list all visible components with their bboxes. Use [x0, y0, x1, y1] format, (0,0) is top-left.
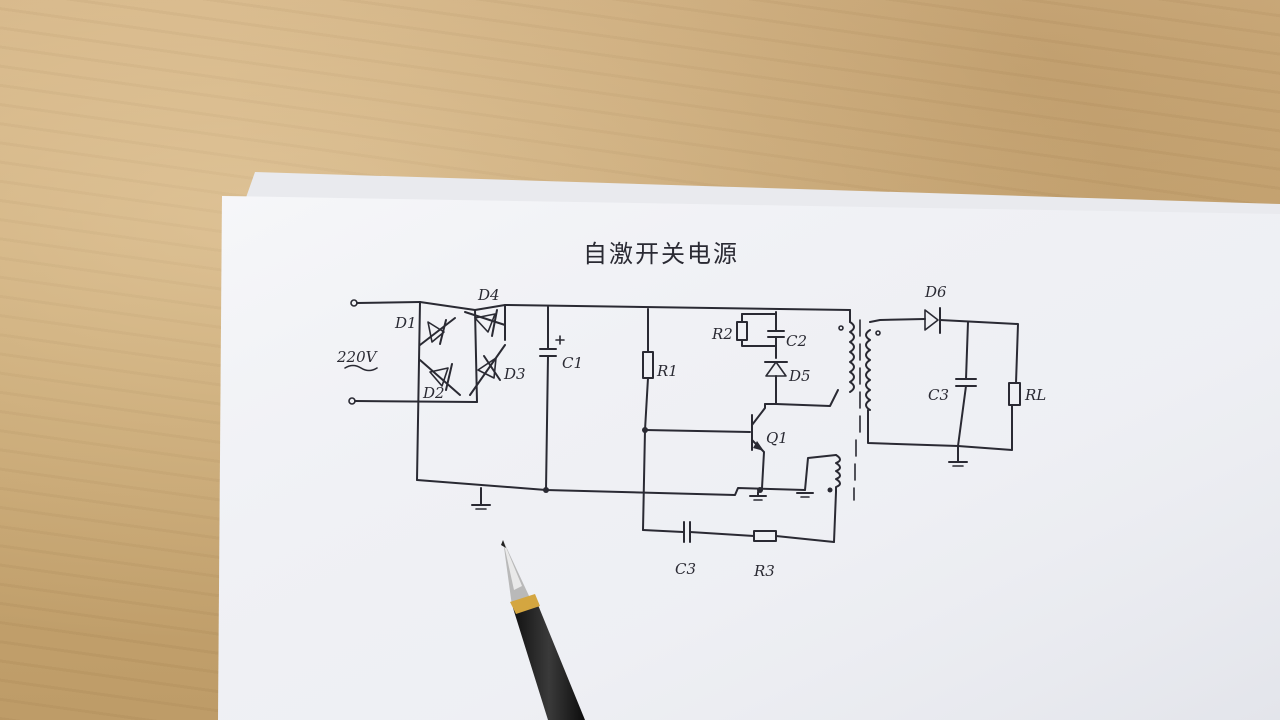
ground-symbol-output [948, 445, 968, 467]
diode-d3 [477, 355, 501, 381]
d1-label: D1 [394, 314, 417, 332]
q1-label: Q1 [766, 429, 788, 447]
input-voltage-label: 220V [336, 348, 379, 366]
diode-d1 [427, 319, 447, 345]
diode-d5 [764, 361, 839, 407]
capacitor-c2 [741, 311, 785, 359]
d5-label: D5 [788, 367, 811, 385]
ballpoint-pen [501, 540, 585, 720]
c1-label: C1 [562, 354, 583, 372]
ground-symbol-q1 [749, 491, 814, 501]
diode-d2 [429, 363, 453, 391]
capacitor-c3-output [955, 321, 977, 447]
d2-label: D2 [422, 384, 445, 402]
transformer-core [853, 319, 861, 501]
transistor-q1 [751, 403, 766, 493]
transformer-primary [838, 309, 855, 393]
capacitor-c1 [539, 306, 565, 493]
r3-label: R3 [753, 562, 775, 580]
r1-label: R1 [656, 362, 678, 380]
ac-input [344, 299, 478, 405]
d3-label: D3 [503, 365, 526, 383]
c3-output-label: C3 [928, 386, 949, 404]
diode-d4 [474, 309, 498, 337]
r2-label: R2 [711, 325, 733, 343]
resistor-r2 [736, 313, 777, 347]
d6-label: D6 [924, 283, 947, 301]
bridge-rectifier [416, 301, 506, 481]
diode-d6 [924, 307, 1019, 384]
feedback-winding [804, 454, 841, 543]
circuit-diagram: 220V D1 D4 D2 D3 [336, 283, 1046, 580]
diagram-title: 自激开关电源 [583, 240, 739, 268]
c3-feedback-label: C3 [675, 560, 696, 578]
ground-symbol-input [471, 487, 491, 510]
resistor-rl [1008, 382, 1021, 406]
d4-label: D4 [477, 286, 500, 304]
c2-label: C2 [786, 332, 807, 350]
rl-label: RL [1024, 386, 1046, 404]
